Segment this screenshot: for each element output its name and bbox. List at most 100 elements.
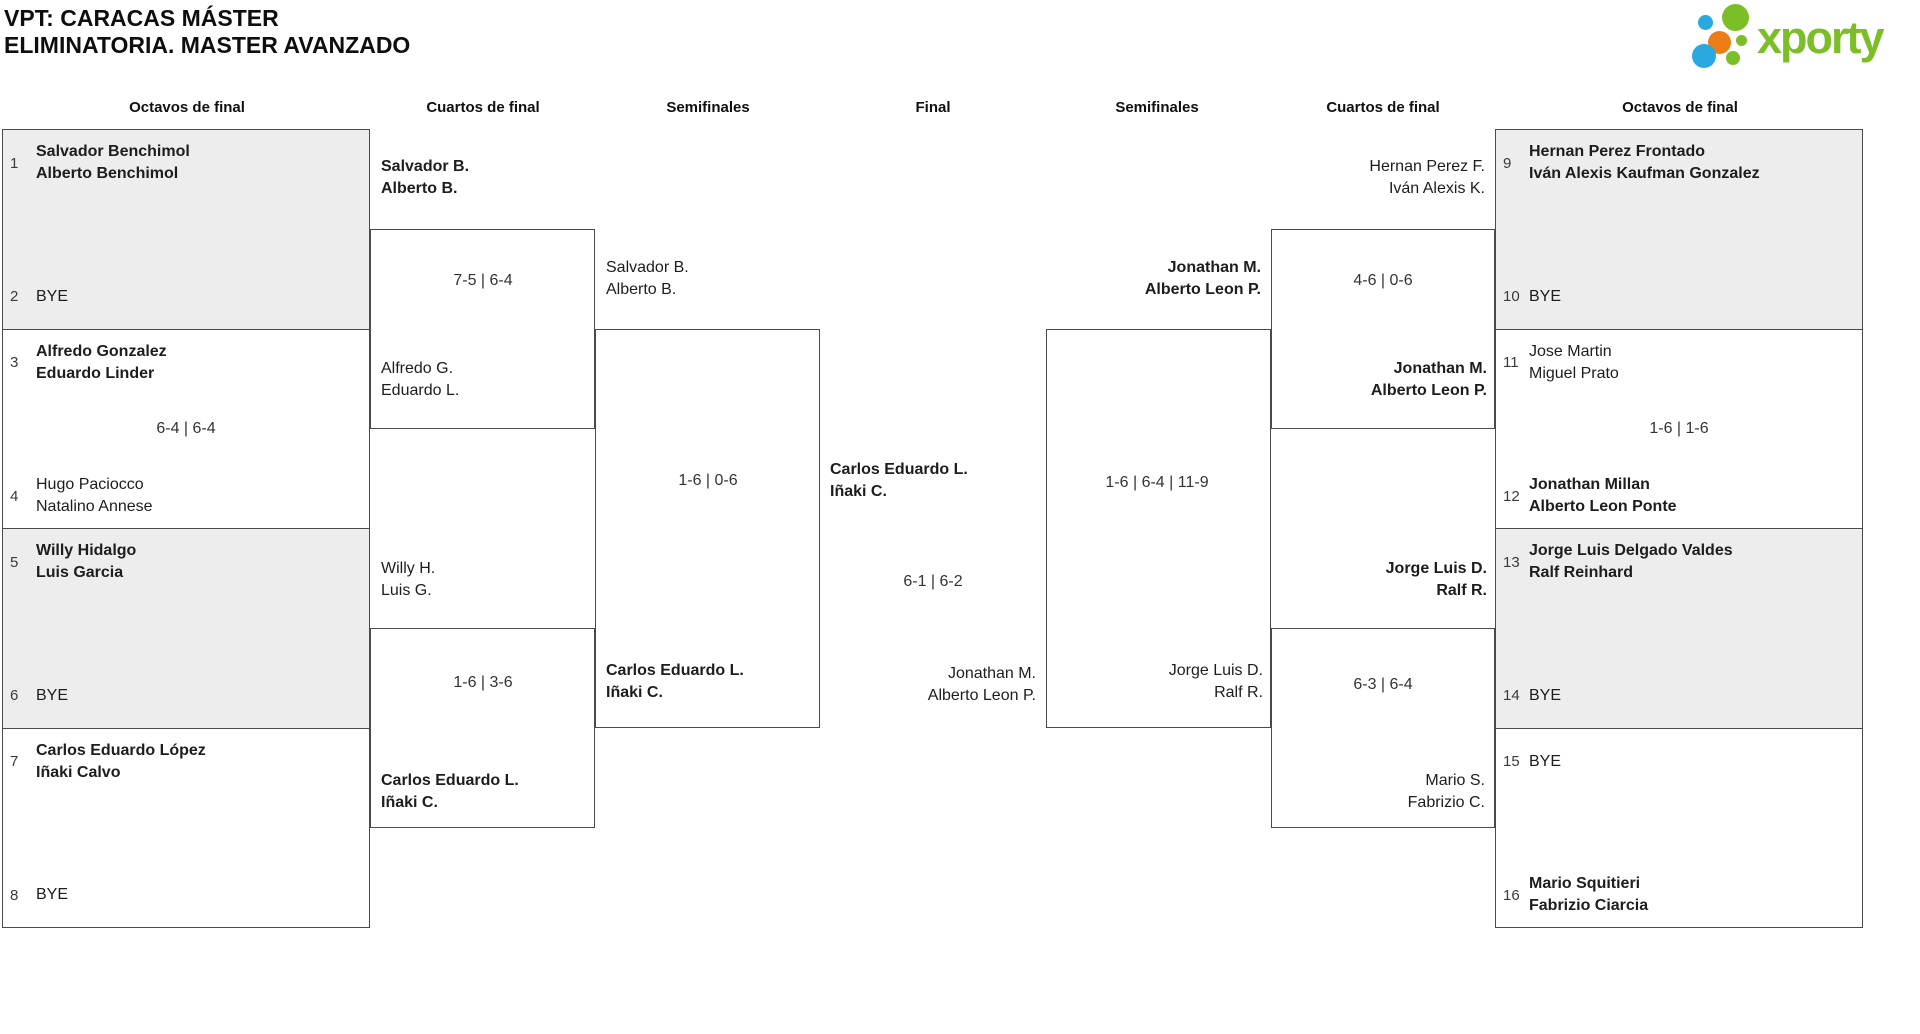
round-header-cuartos-left: Cuartos de final — [426, 99, 540, 116]
logo-dot-green-large-icon — [1722, 4, 1749, 31]
cuartos-right-2-score: 6-3 | 6-4 — [1353, 676, 1413, 693]
bye-label: BYE — [36, 686, 69, 704]
team-slot-12[interactable]: 12 Jonathan Millan Alberto Leon Ponte — [1496, 474, 1858, 518]
match-11-12: 11 Jose Martin Miguel Prato 1-6 | 1-6 12… — [1496, 328, 1862, 529]
team-slot-7[interactable]: 7 Carlos Eduardo López Iñaki Calvo — [3, 740, 365, 784]
cuartos-right-2-box — [1271, 628, 1495, 828]
team-slot-2: 2 BYE — [3, 275, 365, 319]
team-slot-10: 10 BYE — [1496, 275, 1858, 319]
team-slot-13[interactable]: 13 Jorge Luis Delgado Valdes Ralf Reinha… — [1496, 540, 1858, 584]
seed-number: 8 — [10, 886, 19, 904]
player-2: Luis Garcia — [36, 564, 124, 581]
player-1: Hugo Paciocco — [36, 476, 144, 493]
tournament-name: VPT: CARACAS MÁSTER — [4, 5, 279, 31]
cuartos-left-1-bottom-label[interactable]: Alfredo G. Eduardo L. — [381, 360, 460, 399]
round-header-final: Final — [915, 99, 951, 116]
final-winner-label[interactable]: Carlos Eduardo L. Iñaki C. — [830, 461, 968, 500]
seed-number: 7 — [10, 753, 19, 770]
logo-dot-blue-small-icon — [1698, 15, 1713, 30]
seed-number: 12 — [1503, 487, 1520, 505]
match-3-4: 3 Alfredo Gonzalez Eduardo Linder 6-4 | … — [3, 328, 369, 529]
team-slot-11[interactable]: 11 Jose Martin Miguel Prato — [1496, 341, 1858, 385]
cuartos-left-2-box — [370, 628, 595, 828]
final-runner-up-label[interactable]: Jonathan M. Alberto Leon P. — [927, 665, 1036, 704]
cuartos-right-1-bottom-label[interactable]: Jonathan M. Alberto Leon P. — [1370, 360, 1487, 399]
bye-label: BYE — [1529, 686, 1562, 704]
final-score: 6-1 | 6-2 — [903, 573, 963, 590]
semifinal-right-bottom-label[interactable]: Jorge Luis D. Ralf R. — [1168, 662, 1263, 701]
team-name: Alfredo Gonzalez Eduardo Linder — [36, 341, 167, 385]
seed-number: 15 — [1503, 753, 1520, 770]
cuartos-left-2-bottom-label[interactable]: Carlos Eduardo L. Iñaki C. — [381, 772, 519, 811]
player-2: Alberto Benchimol — [36, 165, 179, 182]
semifinal-right-score: 1-6 | 6-4 | 11-9 — [1105, 474, 1209, 491]
team-slot-4[interactable]: 4 Hugo Paciocco Natalino Annese — [3, 474, 365, 518]
seed-number: 16 — [1503, 886, 1520, 904]
player-1: Salvador Benchimol — [36, 143, 190, 160]
team-name: Carlos Eduardo López Iñaki Calvo — [36, 740, 206, 784]
cuartos-left-2-score: 1-6 | 3-6 — [453, 674, 513, 691]
player-2: Eduardo Linder — [36, 364, 155, 382]
team-name: Hernan Perez Frontado Iván Alexis Kaufma… — [1529, 141, 1760, 185]
page-title: VPT: CARACAS MÁSTER ELIMINATORIA. MASTER… — [4, 5, 410, 59]
cuartos-right-1-score: 4-6 | 0-6 — [1353, 272, 1413, 289]
team-slot-9[interactable]: 9 Hernan Perez Frontado Iván Alexis Kauf… — [1496, 141, 1858, 185]
semifinal-left-bottom-label[interactable]: Carlos Eduardo L. Iñaki C. — [606, 662, 744, 701]
team-slot-16[interactable]: 16 Mario Squitieri Fabrizio Ciarcia — [1496, 873, 1858, 917]
cuartos-right-2-bottom-label[interactable]: Mario S. Fabrizio C. — [1407, 772, 1485, 811]
seed-number: 9 — [1503, 154, 1512, 172]
semifinal-left-score: 1-6 | 0-6 — [678, 472, 738, 489]
player-1: Jose Martin — [1529, 342, 1612, 360]
match-9-10: 9 Hernan Perez Frontado Iván Alexis Kauf… — [1496, 130, 1862, 329]
cuartos-left-1-score: 7-5 | 6-4 — [453, 272, 513, 289]
logo-dot-blue-large-icon — [1692, 44, 1716, 68]
team-slot-15: 15 BYE — [1496, 740, 1858, 784]
bye-label: BYE — [36, 287, 69, 305]
cuartos-left-1-box — [370, 229, 595, 429]
team-slot-8: 8 BYE — [3, 873, 365, 917]
player-2: Fabrizio Ciarcia — [1529, 897, 1649, 914]
cuartos-right-2-top-label[interactable]: Jorge Luis D. Ralf R. — [1385, 560, 1487, 599]
team-slot-5[interactable]: 5 Willy Hidalgo Luis Garcia — [3, 540, 365, 584]
player-2: Alberto Leon Ponte — [1529, 498, 1677, 515]
cuartos-right-1-box — [1271, 229, 1495, 429]
player-2: Ralf Reinhard — [1529, 564, 1634, 581]
cuartos-left-1-top-label[interactable]: Salvador B. Alberto B. — [381, 158, 470, 197]
match-1-2: 1 Salvador Benchimol Alberto Benchimol 2… — [3, 130, 369, 329]
cuartos-right-1-top-label[interactable]: Hernan Perez F. Iván Alexis K. — [1369, 158, 1485, 197]
team-name: Jose Martin Miguel Prato — [1529, 341, 1619, 385]
round-header-octavos-right: Octavos de final — [1622, 99, 1738, 116]
octavos-right-box: 9 Hernan Perez Frontado Iván Alexis Kauf… — [1495, 129, 1863, 928]
player-2: Miguel Prato — [1529, 364, 1619, 382]
team-name: Jorge Luis Delgado Valdes Ralf Reinhard — [1529, 540, 1733, 584]
seed-number: 13 — [1503, 553, 1520, 571]
semifinal-right-top-label[interactable]: Jonathan M. Alberto Leon P. — [1144, 259, 1261, 298]
match-7-8: 7 Carlos Eduardo López Iñaki Calvo 8 BYE — [3, 727, 369, 928]
team-slot-14: 14 BYE — [1496, 674, 1858, 718]
semifinal-right-box — [1046, 329, 1271, 728]
cuartos-left-2-top-label[interactable]: Willy H. Luis G. — [381, 560, 436, 599]
match-5-6: 5 Willy Hidalgo Luis Garcia 6 BYE — [3, 528, 369, 728]
player-1: Jonathan Millan — [1529, 476, 1650, 493]
bye-label: BYE — [36, 886, 69, 903]
team-name: Jonathan Millan Alberto Leon Ponte — [1529, 474, 1677, 518]
match-score: 6-4 | 6-4 — [156, 419, 216, 437]
seed-number: 3 — [10, 354, 19, 371]
player-2: Iñaki Calvo — [36, 763, 121, 781]
seed-number: 1 — [10, 154, 19, 172]
team-slot-1[interactable]: 1 Salvador Benchimol Alberto Benchimol — [3, 141, 365, 185]
logo-wordmark: xporty — [1757, 12, 1885, 63]
player-1: Mario Squitieri — [1529, 875, 1641, 892]
semifinal-left-box — [595, 329, 820, 728]
semifinal-left-top-label[interactable]: Salvador B. Alberto B. — [606, 259, 689, 298]
stage-name: ELIMINATORIA. MASTER AVANZADO — [4, 32, 411, 58]
bye-label: BYE — [1529, 287, 1562, 305]
match-13-14: 13 Jorge Luis Delgado Valdes Ralf Reinha… — [1496, 528, 1862, 728]
team-name: Willy Hidalgo Luis Garcia — [36, 540, 136, 584]
logo-dot-green-small-icon — [1726, 51, 1740, 65]
seed-number: 14 — [1503, 687, 1520, 704]
seed-number: 2 — [10, 288, 19, 305]
team-slot-3[interactable]: 3 Alfredo Gonzalez Eduardo Linder — [3, 341, 365, 385]
team-name: Hugo Paciocco Natalino Annese — [36, 474, 153, 518]
